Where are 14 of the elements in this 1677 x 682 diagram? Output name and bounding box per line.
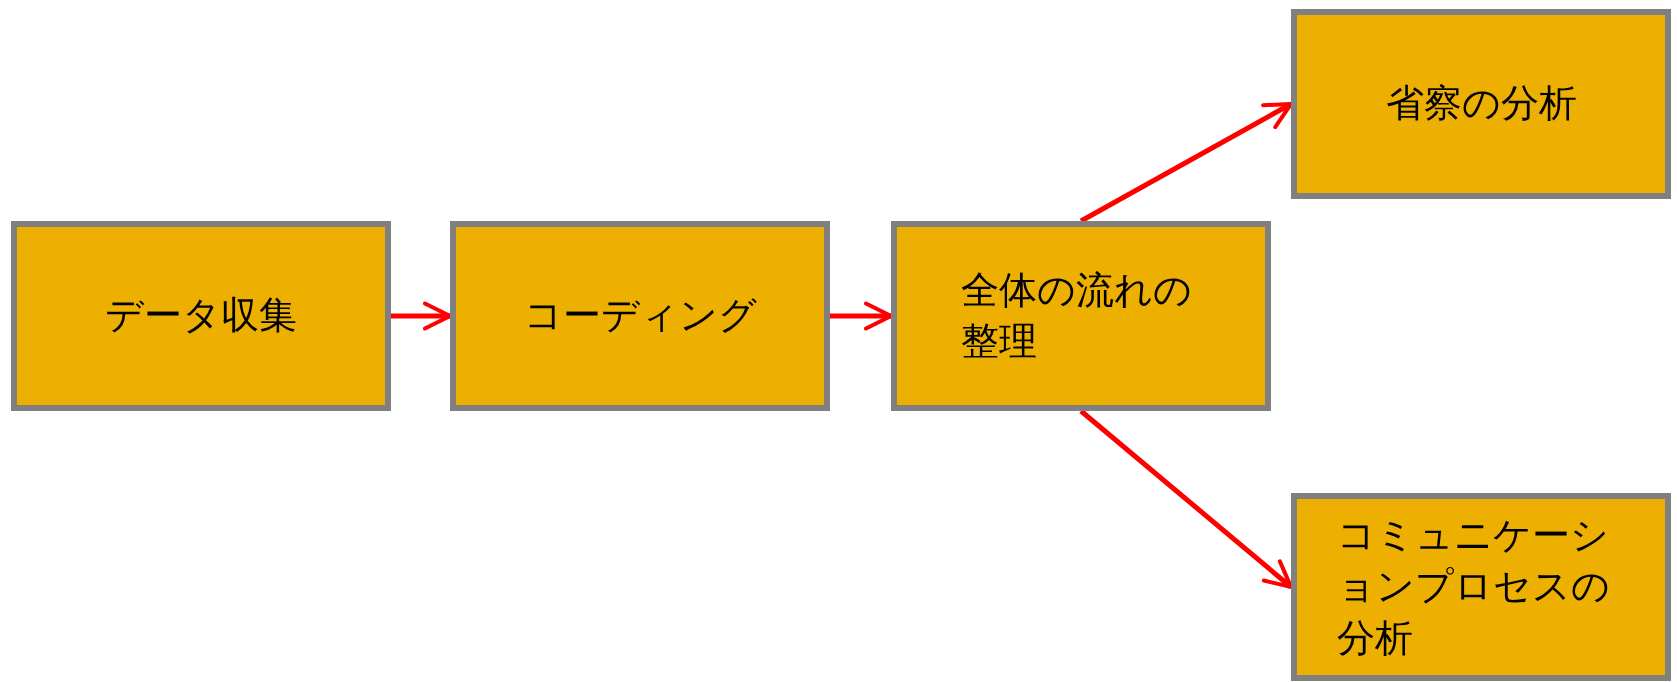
process-box xyxy=(450,221,830,411)
process-box xyxy=(1291,9,1671,199)
box-label: コーディング xyxy=(523,292,757,340)
box-label: コミュニケーションプロセスの分析 xyxy=(1337,512,1611,662)
arrow xyxy=(391,301,452,331)
process-box xyxy=(11,221,391,411)
process-box xyxy=(1291,493,1671,681)
arrow xyxy=(1079,101,1293,224)
arrow xyxy=(1079,409,1293,589)
process-box xyxy=(891,221,1271,411)
box-label: 全体の流れの整理 xyxy=(961,266,1193,365)
box-label: 省察の分析 xyxy=(1385,80,1577,128)
box-label: データ収集 xyxy=(105,292,297,340)
arrow xyxy=(830,301,893,331)
